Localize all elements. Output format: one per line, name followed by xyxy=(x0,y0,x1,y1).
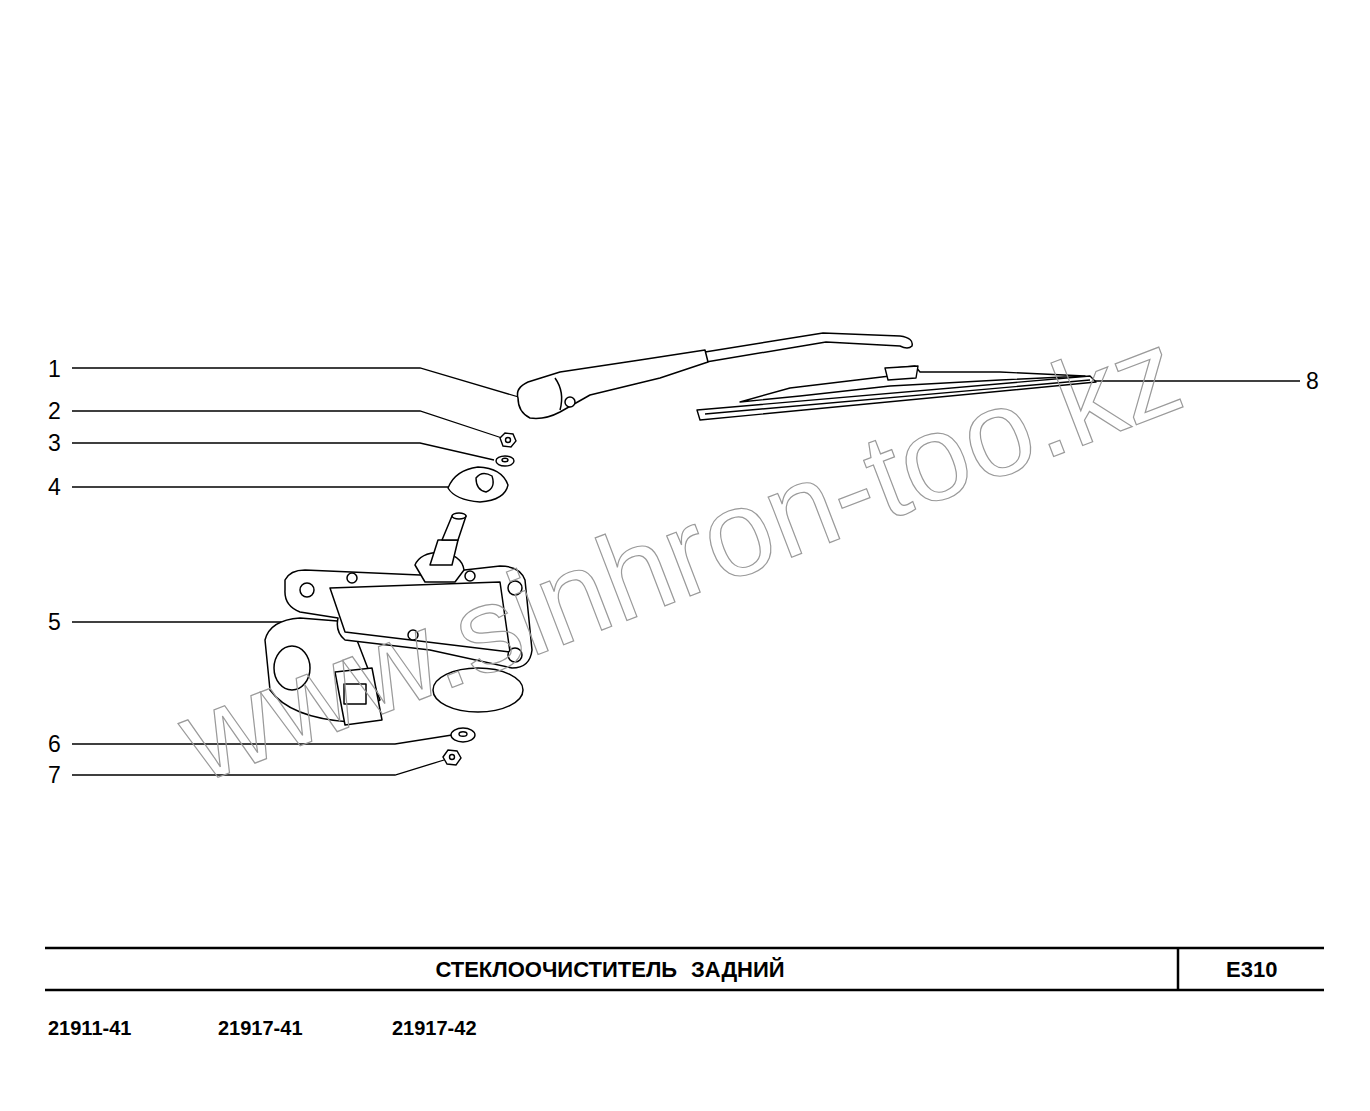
callout-number: 3 xyxy=(48,432,61,455)
callout-number: 1 xyxy=(48,358,61,381)
callout-number: 6 xyxy=(48,733,61,756)
callout-number: 7 xyxy=(48,764,61,787)
model-code: 21911-41 xyxy=(48,1018,131,1038)
model-code: 21917-41 xyxy=(218,1018,303,1038)
watermark: www.sinhron-too.kz xyxy=(164,309,1195,802)
model-code: 21917-42 xyxy=(392,1018,477,1038)
sheet-code: E310 xyxy=(1226,959,1277,981)
sheet-title: СТЕКЛООЧИСТИТЕЛЬ ЗАДНИЙ xyxy=(435,959,784,981)
callout-number: 5 xyxy=(48,611,61,634)
title-table xyxy=(45,948,1324,990)
callout-number: 2 xyxy=(48,400,61,423)
callout-number: 8 xyxy=(1306,370,1319,393)
callout-number: 4 xyxy=(48,476,61,499)
